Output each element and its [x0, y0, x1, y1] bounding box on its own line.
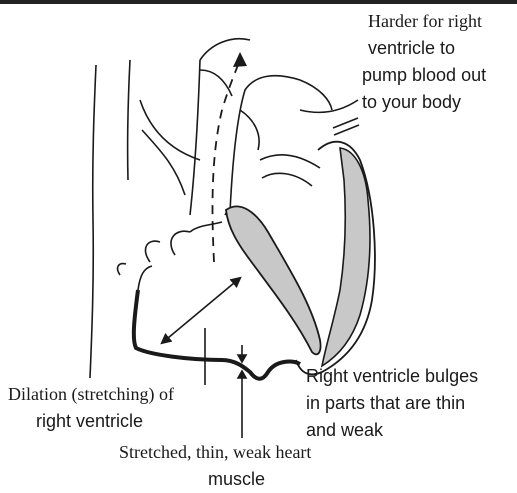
aorta-outline — [140, 39, 359, 215]
blood-flow-arrowhead — [233, 52, 247, 67]
vena-cava-outline — [90, 60, 130, 378]
right-ventricle-thin-edge — [138, 266, 152, 290]
label-harder-pump-line1: Harder for right — [368, 10, 482, 32]
right-ventricle-thick-wall — [134, 290, 300, 379]
label-bulges-line3: and weak — [306, 419, 383, 441]
dilation-double-arrow — [162, 278, 240, 343]
label-dilation-line1: Dilation (stretching) of — [8, 383, 174, 405]
label-stretched-line2: muscle — [208, 468, 265, 490]
label-harder-pump-line3: pump blood out — [362, 64, 486, 86]
label-stretched-line1: Stretched, thin, weak heart — [119, 441, 311, 463]
label-bulges-line2: in parts that are thin — [306, 392, 465, 414]
label-dilation-line2: right ventricle — [36, 410, 143, 432]
septum-shaded-wall — [226, 206, 321, 354]
left-ventricle-wall-shaded — [322, 148, 370, 366]
atrium-outline — [118, 207, 245, 275]
label-harder-pump-line2: ventricle to — [368, 37, 455, 59]
label-bulges-line1: Right ventricle bulges — [306, 365, 478, 387]
wall-thickness-marker — [238, 345, 246, 438]
label-harder-pump-line4: to your body — [362, 91, 461, 113]
